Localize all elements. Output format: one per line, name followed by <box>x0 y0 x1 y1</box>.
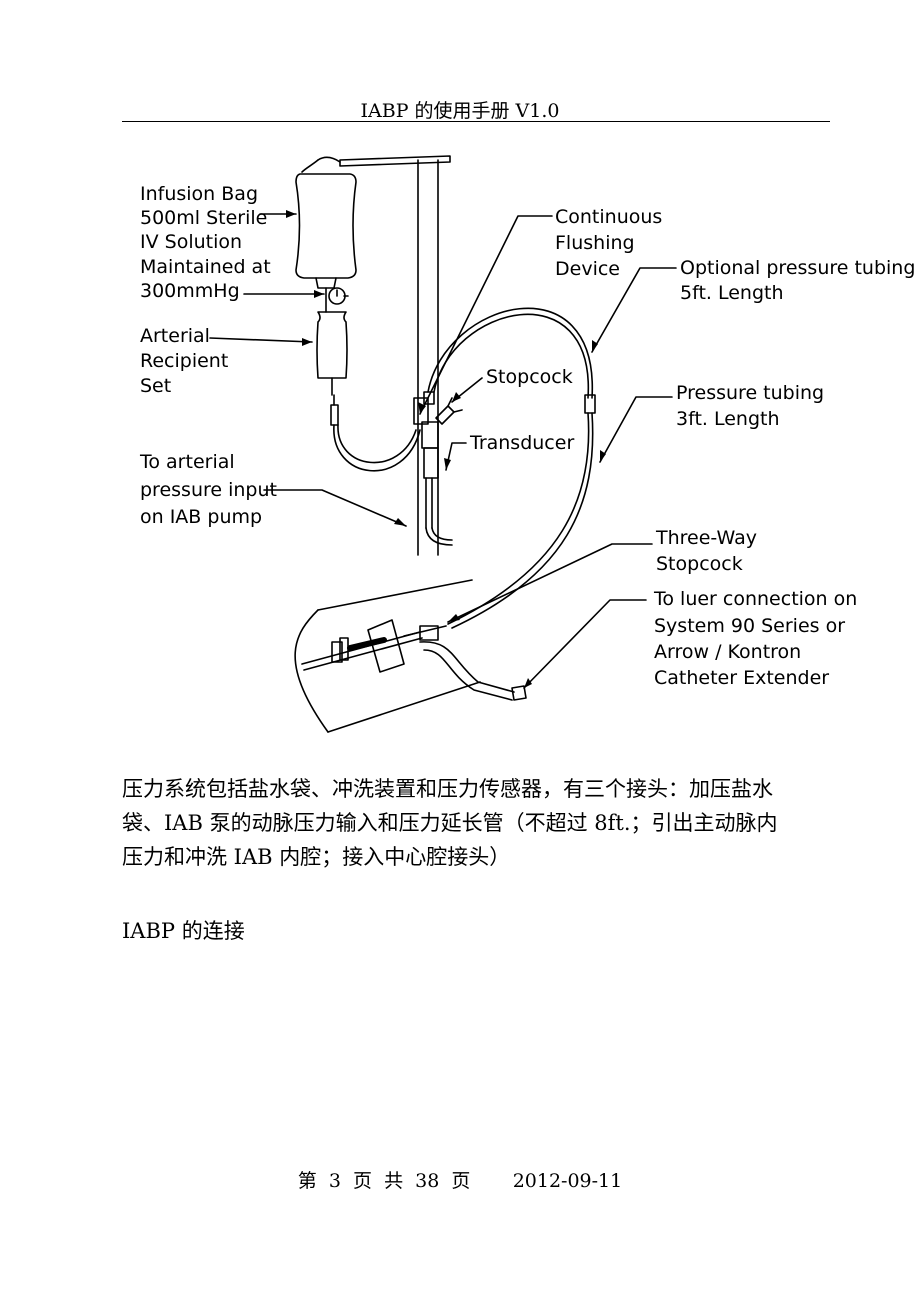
catheter-assembly <box>301 619 527 701</box>
pump-input-tubing <box>425 477 453 546</box>
paragraph-line: 压力系统包括盐水袋、冲洗装置和压力传感器，有三个接头：加压盐水 <box>122 777 773 801</box>
page-footer: 第 3 页 共 38 页 2012-09-11 <box>297 1170 623 1192</box>
page-header-title: IABP 的使用手册 V1.0 <box>360 100 560 122</box>
label-stopcock: Stopcock <box>486 366 573 388</box>
label-optional-pressure-tubing: Optional pressure tubing 5ft. Length <box>680 257 920 304</box>
pressure-system-diagram: Infusion Bag 500ml Sterile IV Solution M… <box>139 155 920 733</box>
label-arterial-pressure-input: To arterial pressure input on IAB pump <box>139 451 283 528</box>
label-pressure-tubing: Pressure tubing 3ft. Length <box>676 382 830 430</box>
label-flushing-device: Continuous Flushing Device <box>555 206 668 280</box>
leader-lines <box>209 213 677 689</box>
paragraph-line: 压力和冲洗 IAB 内腔；接入中心腔接头） <box>122 845 511 869</box>
body-paragraph: 压力系统包括盐水袋、冲洗装置和压力传感器，有三个接头：加压盐水 袋、IAB 泵的… <box>122 772 828 874</box>
pressure-gauge <box>328 287 349 305</box>
leader-arrowheads <box>286 210 606 688</box>
section-heading: IABP 的连接 <box>122 919 245 943</box>
iv-pole <box>301 155 451 556</box>
patient-leg-outline <box>294 579 481 733</box>
label-luer-connection: To luer connection on System 90 Series o… <box>653 588 863 689</box>
pressure-tubing-3ft <box>447 394 596 629</box>
header-rule <box>122 121 830 122</box>
label-three-way-stopcock: Three-Way Stopcock <box>655 527 763 575</box>
paragraph-line: 袋、IAB 泵的动脉压力输入和压力延长管（不超过 8ft.；引出主动脉内 <box>122 811 778 835</box>
flush-transducer-assembly <box>413 391 463 479</box>
arterial-recipient-set-shape <box>316 311 348 426</box>
label-arterial-recipient-set: Arterial Recipient Set <box>140 325 234 397</box>
infusion-bag-shape <box>295 173 357 313</box>
label-transducer: Transducer <box>469 432 574 454</box>
bag-to-flush-tubing <box>333 424 421 472</box>
label-infusion-bag: Infusion Bag 500ml Sterile IV Solution M… <box>140 183 277 302</box>
